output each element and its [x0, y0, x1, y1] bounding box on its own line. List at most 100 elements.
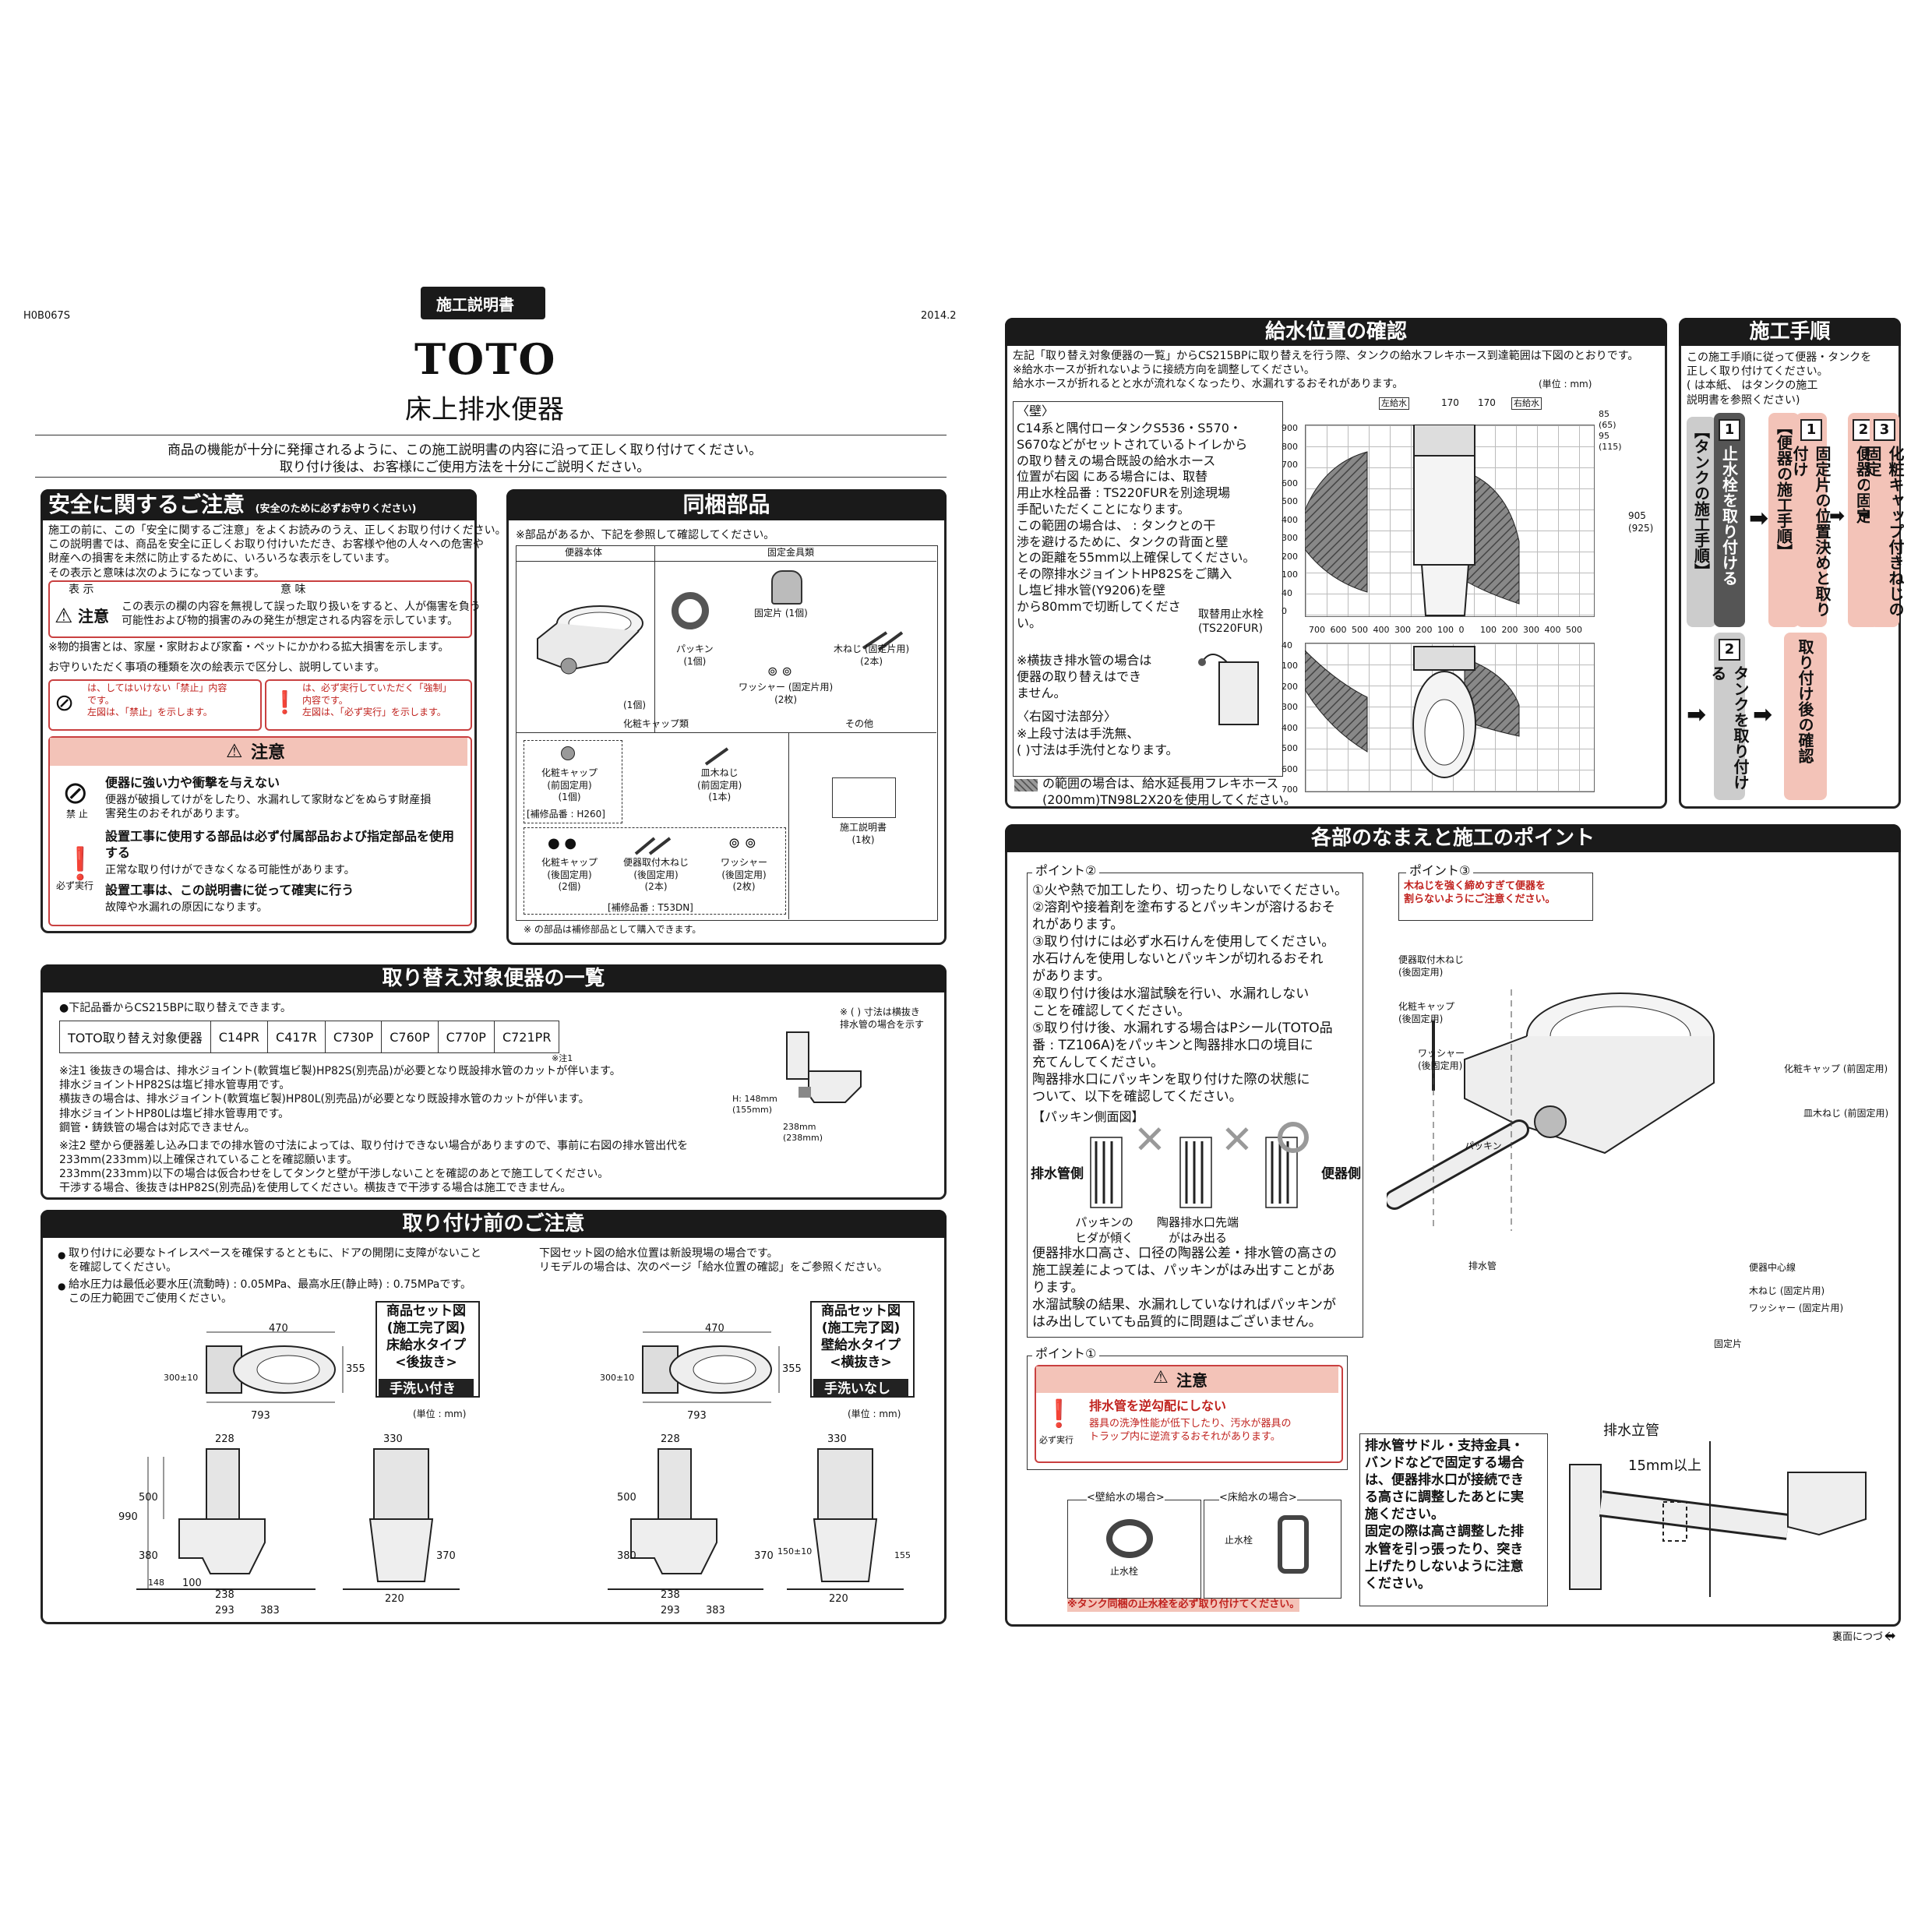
set1-badge-bg [379, 1379, 474, 1398]
safety-legend-table [48, 580, 472, 638]
parts-table-hline1 [516, 732, 936, 733]
must-do-icon: ❗ [1042, 1398, 1076, 1430]
label-flat-screw: 皿木ねじ (前固定用) [1803, 1108, 1889, 1119]
step-toilet-1: 1 固定片の位置決めと取り付け [1790, 413, 1832, 627]
valve-label: 取替用止水栓 (TS220FUR) [1198, 608, 1264, 636]
toilet-group-text: 【便器の施工手順】 [1774, 419, 1793, 559]
toilet-group-label: 【便器の施工手順】 [1768, 413, 1800, 627]
parts-table-headline [516, 561, 936, 562]
axis-tick-label: 100 [1282, 661, 1298, 672]
doc-type-badge [421, 287, 545, 319]
arrow-icon: ➡ [1749, 505, 1769, 532]
set1-front-view [343, 1448, 460, 1590]
axis-tick-label: 100 [1282, 569, 1298, 580]
set2-dim-330: 330 [827, 1433, 847, 1445]
axis-tick-label: 900 [1282, 423, 1298, 433]
page-title: 床上排水便器 [405, 394, 564, 425]
item2-title: 設置工事に使用する部品は必ず付属部品および指定部品を使用 する [105, 829, 455, 860]
parts-col-other: その他 [845, 718, 874, 729]
axis-tick-label: 500 [1282, 496, 1298, 506]
set1-label: 商品セット図 (施工完了図) 床給水タイプ <後抜き> [386, 1303, 466, 1371]
label-drain-pipe: 排水管 [1468, 1260, 1497, 1271]
legend-caution-meaning: この表示の欄の内容を無視して誤った取り扱いをすると、人が傷害を負う 可能性および… [122, 601, 481, 628]
set2-dim-383: 383 [706, 1605, 725, 1616]
step-label: 便器の固定 [1853, 446, 1873, 524]
dim-note: ※上段寸法は手洗無、 ( )寸法は手洗付となります。 [1017, 726, 1179, 757]
set1-unit: (単位 : mm) [413, 1408, 467, 1419]
floor-supply-box [1204, 1500, 1341, 1599]
set2-label: 商品セット図 (施工完了図) 壁給水タイプ <横抜き> [821, 1303, 901, 1371]
label-wood-screw: 木ねじ (固定片用) [1749, 1285, 1825, 1296]
parts-col-cap: 化粧キャップ類 [623, 718, 689, 729]
set1-dim-470: 470 [269, 1323, 288, 1334]
set1-badge: 手洗い付き [390, 1381, 456, 1397]
axis-tick-label: 500 [1566, 625, 1582, 635]
set1-dim-330: 330 [383, 1433, 403, 1445]
prohibit-text: は、してはいけない「禁止」内容 です。 左図は、「禁止」を示します。 [87, 682, 227, 718]
parts-col-fixing: 固定金具類 [767, 547, 815, 558]
label-cap-rear: 化粧キャップ (後固定用) [1398, 1001, 1455, 1024]
arrow-icon: ➡ [1829, 505, 1846, 527]
point1-body: 器具の洗浄性能が低下したり、汚水が器具の トラップ内に逆流するおそれがあります。 [1089, 1418, 1292, 1443]
stack-label: 排水立管 [1603, 1423, 1659, 1439]
mandatory-item-icon: ❗ [61, 846, 100, 882]
doc-code: H0B067S [23, 310, 71, 322]
safety-header: 安全に関するご注意 (安全のために必ずお守りください) [41, 489, 477, 520]
names-header: 各部のなまえと施工のポイント [1005, 824, 1901, 852]
replacement-table: TOTO取り替え対象便器 C14PR C417R C730P C760P C77… [59, 1021, 560, 1053]
label-cap-front: 化粧キャップ (前固定用) [1784, 1063, 1888, 1074]
set1-dim-300: 300±10 [164, 1373, 199, 1383]
water-position-header: 給水位置の確認 [1005, 318, 1667, 346]
safety-heading: 安全に関するご注意 [48, 492, 245, 517]
svg-text:✕: ✕ [1221, 1122, 1253, 1162]
set1-dim-100: 100 [182, 1578, 202, 1589]
axis-tick-label: 200 [1501, 625, 1518, 635]
step-toilet-3: 3 化粧キャップ付きねじの固定 [1863, 413, 1905, 627]
model-cell: C721PR [493, 1021, 560, 1053]
point1-caution-icon: ⚠ [1153, 1368, 1169, 1387]
axis-tick-label: 600 [1330, 625, 1347, 635]
svg-text:✕: ✕ [1133, 1122, 1166, 1162]
before-right-text: 下図セット図の給水位置は新設現場の場合です。 リモデルの場合は、次のページ「給水… [539, 1247, 888, 1274]
tank-group-label: 【タンクの施工手順】 [1687, 417, 1716, 627]
set1-dim-293: 293 [215, 1605, 234, 1616]
packing-bad2: 陶器排水口先端 がはみ出る [1157, 1215, 1239, 1245]
washer-name: ワッシャー (固定片用) (2枚) [739, 682, 834, 705]
set1-dim-148: 148 [148, 1578, 164, 1588]
step-label: 化粧キャップ付きねじの固定 [1863, 446, 1905, 617]
step-label: タンクを取り付ける [1708, 665, 1750, 790]
replacement-note3: 干渉する場合、後抜きはHP82S(別売品)を使用してください。横抜きで干渉する場… [59, 1182, 572, 1194]
set1-dim-220: 220 [385, 1593, 404, 1605]
safety-note2: お守りいただく事項の種類を次の絵表示で区分し、説明しています。 [48, 661, 386, 674]
item1-body: 便器が破損してけがをしたり、水漏れして家財などをぬらす財産損 害発生のおそれがあ… [105, 794, 432, 821]
packing-name: パッキン (1個) [676, 643, 714, 667]
replacement-table-head: TOTO取り替え対象便器 [59, 1021, 211, 1053]
safety-heading-sub: (安全のために必ずお守りください) [255, 503, 417, 515]
parts-table-vline1 [654, 545, 655, 732]
point1-title: ポイント① [1032, 1346, 1100, 1363]
manual-icon [832, 777, 896, 818]
set2-dim-155: 155 [894, 1550, 911, 1560]
axis-tick-label: 500 [1352, 625, 1368, 635]
axis-tick-label: 600 [1282, 763, 1298, 774]
hatch-note: の範囲の場合は、給水延長用フレキホース (200mm)TN98L2X20を使用し… [1042, 776, 1296, 807]
axis-tick-label: 0 [1458, 625, 1465, 635]
floor-supply-label: <床給水の場合> [1219, 1492, 1297, 1505]
step-label: 止水栓を取り付ける [1719, 446, 1739, 586]
set2-dim-150: 150±10 [777, 1546, 813, 1557]
saddle-box [1359, 1433, 1548, 1606]
step-tank-2: 2 タンクを取り付ける [1708, 633, 1750, 800]
label-washer-rear: ワッシャー (後固定用) [1418, 1048, 1465, 1071]
flat-screw-icon [704, 747, 729, 766]
parts-table-vline2 [788, 732, 789, 919]
dim-title: 〈右図寸法部分〉 [1017, 709, 1117, 724]
right-dim-905: 905 (925) [1628, 510, 1654, 534]
set1-dim-238: 238 [215, 1589, 234, 1601]
drain-side-label: 排水管側 [1031, 1166, 1084, 1182]
flat-screw-name: 皿木ねじ (前固定用) (1本) [697, 767, 742, 803]
doc-date: 2014.2 [921, 310, 957, 322]
washer-rear-icon: ⊚ ⊚ [728, 835, 756, 851]
axis-tick-label: 300 [1394, 625, 1411, 635]
item1-icon-label: 禁 止 [66, 809, 88, 820]
axis-tick-label: 300 [1282, 533, 1298, 543]
